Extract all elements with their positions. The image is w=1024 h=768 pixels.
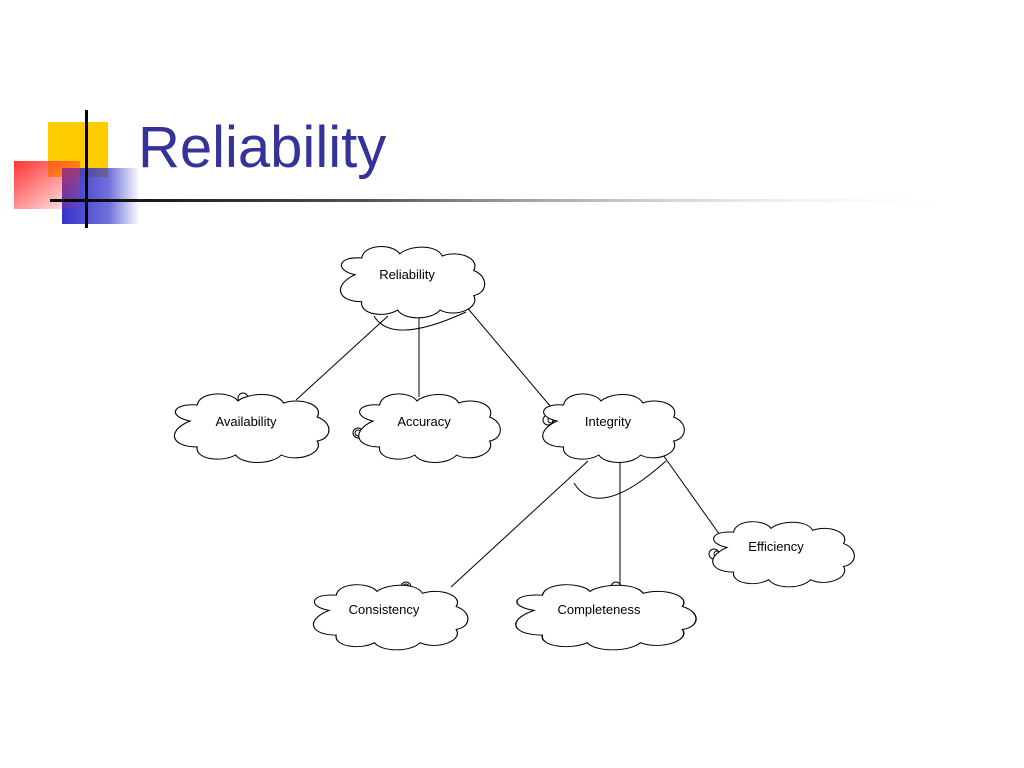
edge-integrity-consistency <box>450 460 589 588</box>
title-underline <box>50 199 970 202</box>
aggregation-arc-integrity <box>573 460 667 499</box>
node-label-reliability: Reliability <box>379 267 435 282</box>
node-label-consistency: Consistency <box>349 602 420 617</box>
node-efficiency: Efficiency <box>712 521 855 588</box>
node-label-availability: Availability <box>215 414 277 429</box>
node-completeness: Completeness <box>515 584 697 651</box>
deco-vertical-rule <box>85 110 88 228</box>
node-availability: Availability <box>173 393 330 463</box>
node-consistency: Consistency <box>312 584 469 651</box>
edge-reliability-integrity <box>453 291 557 414</box>
node-accuracy: Accuracy <box>358 393 501 463</box>
edge-reliability-availability <box>295 315 389 401</box>
node-label-integrity: Integrity <box>585 414 632 429</box>
node-label-accuracy: Accuracy <box>397 414 451 429</box>
node-label-completeness: Completeness <box>558 602 641 617</box>
title-decoration <box>14 110 970 228</box>
aggregation-arc-reliability <box>373 311 467 331</box>
node-reliability: Reliability <box>339 246 486 319</box>
node-label-efficiency: Efficiency <box>748 539 804 554</box>
node-integrity: Integrity <box>542 393 685 463</box>
slide-title: Reliability <box>138 115 387 180</box>
